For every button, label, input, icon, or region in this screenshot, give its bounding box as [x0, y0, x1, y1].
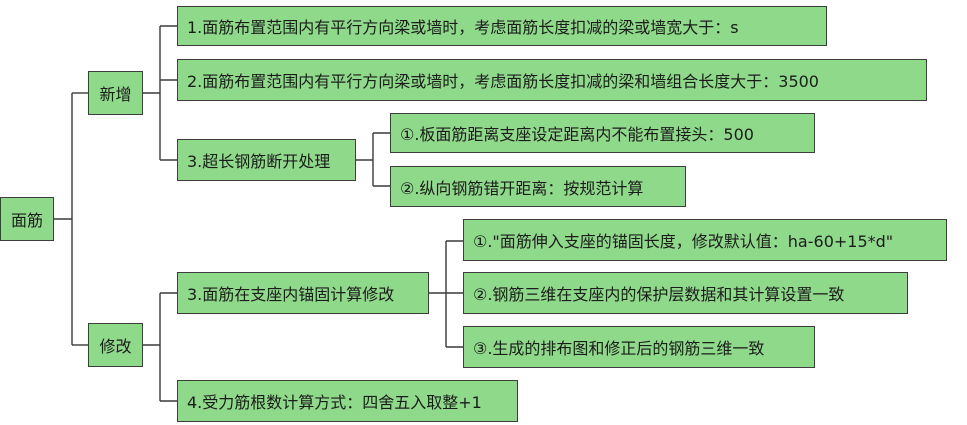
subtopic-label: ①."面筋伸入支座的锚固长度，修改默认值：ha-60+15*d": [473, 232, 894, 251]
topic-node[interactable]: 3.面筋在支座内锚固计算修改: [177, 272, 429, 314]
subtopic-label: ②.纵向钢筋错开距离：按规范计算: [400, 178, 644, 198]
topic-label: 3.超长钢筋断开处理: [187, 152, 331, 171]
subtopic-node[interactable]: ①."面筋伸入支座的锚固长度，修改默认值：ha-60+15*d": [463, 219, 947, 261]
subtopic-node[interactable]: ②.钢筋三维在支座内的保护层数据和其计算设置一致: [463, 272, 908, 314]
subtopic-node[interactable]: ③.生成的排布图和修正后的钢筋三维一致: [463, 326, 815, 368]
subtopic-label: ②.钢筋三维在支座内的保护层数据和其计算设置一致: [473, 285, 845, 304]
topic-label: 3.面筋在支座内锚固计算修改: [187, 285, 395, 304]
root-label: 面筋: [10, 211, 43, 230]
branch-label: 新增: [99, 85, 132, 104]
root-node[interactable]: 面筋: [0, 197, 54, 241]
subtopic-label: ③.生成的排布图和修正后的钢筋三维一致: [473, 339, 765, 358]
subtopic-node[interactable]: ①.板面筋距离支座设定距离内不能布置接头：500: [390, 113, 815, 153]
topic-node[interactable]: 4.受力筋根数计算方式：四舍五入取整+1: [177, 380, 518, 422]
topic-label: 4.受力筋根数计算方式：四舍五入取整+1: [187, 393, 482, 412]
subtopic-node[interactable]: ②.纵向钢筋错开距离：按规范计算: [390, 166, 686, 207]
topic-node[interactable]: 2.面筋布置范围内有平行方向梁或墙时，考虑面筋长度扣减的梁和墙组合长度大于：35…: [177, 59, 927, 101]
branch-label: 修改: [99, 337, 132, 356]
topic-label: 2.面筋布置范围内有平行方向梁或墙时，考虑面筋长度扣减的梁和墙组合长度大于：35…: [187, 72, 819, 91]
subtopic-label: ①.板面筋距离支座设定距离内不能布置接头：500: [400, 125, 754, 144]
topic-node[interactable]: 1.面筋布置范围内有平行方向梁或墙时，考虑面筋长度扣减的梁或墙宽大于：s: [177, 6, 827, 46]
branch-node-modify[interactable]: 修改: [88, 323, 143, 367]
branch-node-add[interactable]: 新增: [88, 71, 143, 115]
topic-label: 1.面筋布置范围内有平行方向梁或墙时，考虑面筋长度扣减的梁或墙宽大于：s: [187, 18, 739, 37]
topic-node[interactable]: 3.超长钢筋断开处理: [177, 139, 356, 181]
